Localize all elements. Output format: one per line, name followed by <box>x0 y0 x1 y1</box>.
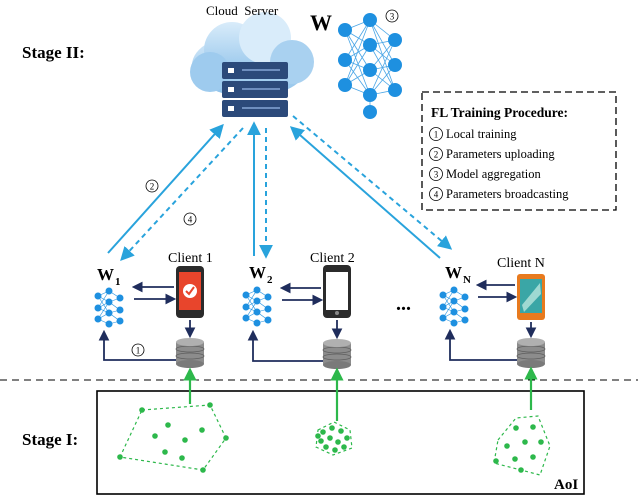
svg-text:4: 4 <box>434 190 439 200</box>
svg-text:1: 1 <box>136 346 141 356</box>
client-2-local-training-loop <box>247 329 323 362</box>
client-1-local-training-loop <box>98 329 176 361</box>
client-n-model-label: W N <box>445 263 471 286</box>
client-n-database-icon <box>516 338 546 368</box>
more-clients-ellipsis: ... <box>396 293 411 315</box>
client-1-model-label: W 1 <box>97 265 121 288</box>
global-model-label: W <box>310 10 332 35</box>
client-n-data-cluster <box>493 415 551 476</box>
procedure-step-3: Model aggregation <box>446 167 542 181</box>
broadcast-arrow-client-1 <box>120 127 244 262</box>
svg-text:W: W <box>97 265 114 284</box>
client-1-database-icon <box>175 338 205 368</box>
svg-text:1: 1 <box>434 130 439 140</box>
svg-text:1: 1 <box>115 276 121 288</box>
step-2-marker: 2 <box>145 179 159 193</box>
svg-text:4: 4 <box>188 215 193 225</box>
client-1-label: Client 1 <box>168 251 213 266</box>
client-2-phone-icon <box>323 265 351 318</box>
step-3-marker: 3 <box>385 9 399 23</box>
procedure-step-2: Parameters uploading <box>446 147 555 161</box>
client-2-data-cluster <box>315 421 353 456</box>
step-1-marker: 1 <box>131 343 145 357</box>
cloud-server-icon <box>190 12 314 117</box>
procedure-title: FL Training Procedure: <box>431 105 568 120</box>
svg-text:3: 3 <box>390 12 395 22</box>
svg-text:2: 2 <box>267 274 273 286</box>
upload-arrow-client-n <box>289 126 441 259</box>
client-n-local-training-loop <box>444 328 517 361</box>
client-2-database-icon <box>322 339 352 369</box>
procedure-step-1: Local training <box>446 127 517 141</box>
svg-text:2: 2 <box>434 150 439 160</box>
client-1-neural-network-icon <box>94 287 124 328</box>
svg-text:2: 2 <box>150 182 155 192</box>
client-1-data-cluster <box>117 402 229 473</box>
client-2-label: Client 2 <box>310 251 355 266</box>
client-n-label: Client N <box>497 256 545 271</box>
broadcast-arrow-client-n <box>292 115 453 250</box>
client-2-neural-network-icon <box>242 286 272 327</box>
client-1-phone-icon <box>176 266 204 318</box>
svg-text:3: 3 <box>434 170 439 180</box>
step-4-marker: 4 <box>183 212 197 226</box>
stage2-label: Stage II: <box>22 43 85 62</box>
client-n-phone-icon <box>517 274 545 320</box>
procedure-legend: FL Training Procedure: 1 Local training … <box>421 91 617 211</box>
svg-text:W: W <box>445 263 462 282</box>
aoi-label: AoI <box>554 477 578 493</box>
svg-text:N: N <box>463 274 471 286</box>
upload-arrow-client-1 <box>107 123 224 254</box>
area-of-interest-frame <box>96 390 585 495</box>
global-neural-network-icon <box>338 13 402 119</box>
client-2-model-label: W 2 <box>249 263 273 286</box>
stage1-label: Stage I: <box>22 430 78 449</box>
server-label: Cloud Server <box>206 3 279 18</box>
procedure-step-4: Parameters broadcasting <box>446 187 569 201</box>
svg-text:W: W <box>249 263 266 282</box>
client-n-neural-network-icon <box>439 286 469 327</box>
